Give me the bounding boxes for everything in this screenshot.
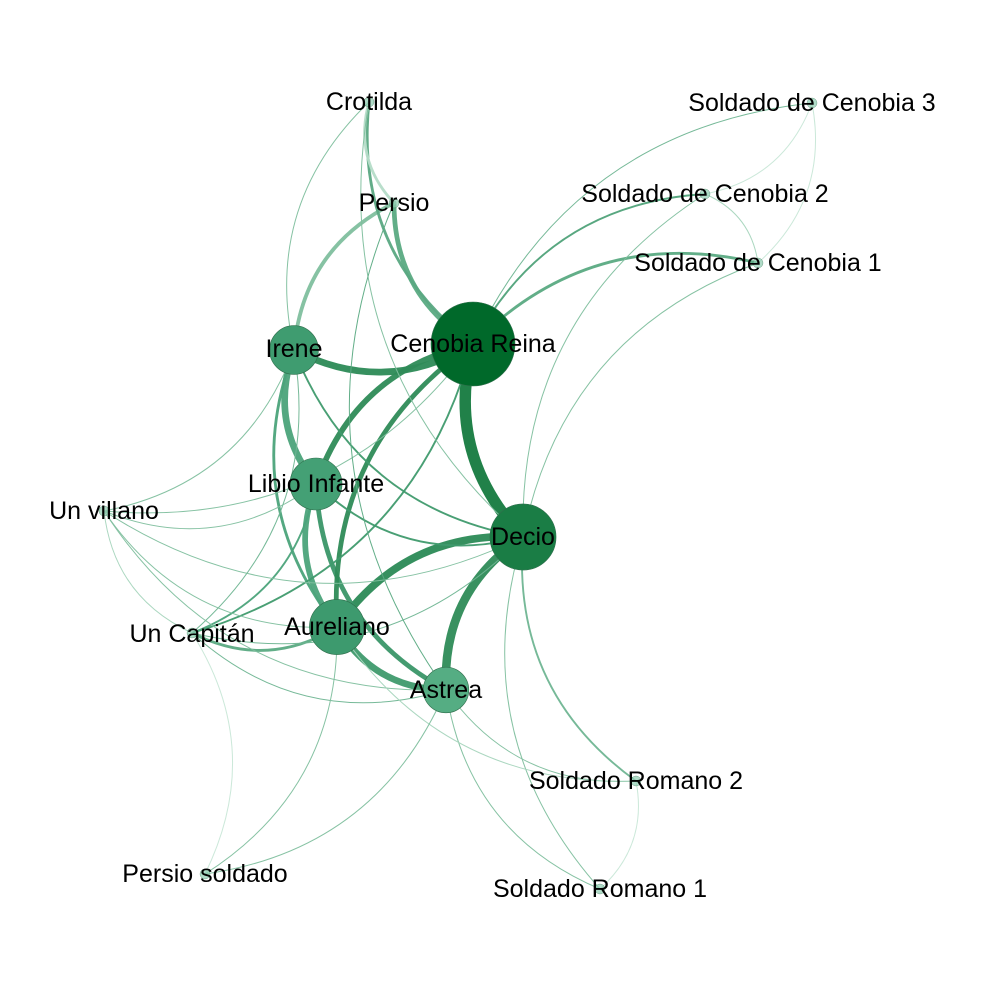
node-sc1[interactable] bbox=[752, 257, 764, 269]
node-sc2[interactable] bbox=[699, 188, 711, 200]
edge-villano-irene bbox=[103, 349, 295, 512]
edge-villano-aureliano bbox=[103, 510, 338, 628]
edge-sc1-sc2 bbox=[704, 193, 759, 264]
edge-crotilda-irene bbox=[286, 101, 370, 351]
edge-villano-decio bbox=[103, 510, 524, 584]
node-cenobia[interactable] bbox=[430, 301, 516, 387]
edge-irene-aureliano bbox=[272, 348, 339, 629]
node-sc3[interactable] bbox=[806, 97, 818, 109]
node-label-persio: Persio bbox=[359, 189, 430, 217]
edge-aureliano-sr2 bbox=[336, 626, 637, 782]
node-label-sc1: Soldado de Cenobia 1 bbox=[634, 249, 881, 277]
edge-astrea-sr1 bbox=[445, 689, 601, 890]
node-label-crotilda: Crotilda bbox=[326, 88, 412, 116]
edge-crotilda-persio bbox=[363, 100, 396, 205]
node-astrea[interactable] bbox=[422, 666, 470, 714]
node-label-astrea: Astrea bbox=[410, 676, 482, 704]
edge-crotilda-decio bbox=[360, 101, 524, 538]
edge-capitan-irene bbox=[191, 349, 300, 634]
edge-irene-decio bbox=[293, 349, 524, 538]
edge-sc2-sc3 bbox=[704, 102, 813, 195]
edge-sc1-cenobia bbox=[471, 251, 760, 346]
edge-sc3-cenobia bbox=[472, 102, 813, 345]
node-aureliano[interactable] bbox=[309, 599, 365, 655]
node-label-libio: Libio Infante bbox=[248, 470, 384, 498]
edge-decio-sr1 bbox=[504, 536, 601, 890]
edge-cenobia-aureliano bbox=[333, 341, 476, 630]
edge-villano-libio bbox=[103, 483, 317, 530]
node-label-irene: Irene bbox=[266, 335, 323, 363]
node-irene[interactable] bbox=[269, 325, 319, 375]
node-capitan[interactable] bbox=[186, 627, 198, 639]
node-crotilda[interactable] bbox=[363, 96, 375, 108]
edge-persiosold-astrea bbox=[204, 689, 447, 875]
node-label-persiosold: Persio soldado bbox=[122, 860, 287, 888]
node-label-villano: Un villano bbox=[49, 497, 159, 525]
edge-capitan-libio bbox=[191, 483, 317, 634]
node-label-sr2: Soldado Romano 2 bbox=[529, 767, 743, 795]
node-persiosold[interactable] bbox=[199, 868, 211, 880]
edge-capitan-decio bbox=[191, 536, 524, 645]
node-label-decio: Decio bbox=[491, 523, 555, 551]
node-label-cenobia: Cenobia Reina bbox=[390, 330, 555, 358]
node-sr1[interactable] bbox=[594, 883, 606, 895]
edge-persiosold-capitan bbox=[191, 632, 234, 875]
edge-sr1-sr2 bbox=[599, 780, 639, 890]
edge-capitan-astrea bbox=[191, 632, 447, 704]
node-label-aureliano: Aureliano bbox=[284, 613, 390, 641]
edge-decio-sr2 bbox=[521, 536, 637, 782]
edge-sc1-decio bbox=[522, 262, 759, 538]
node-label-sc3: Soldado de Cenobia 3 bbox=[688, 89, 935, 117]
node-decio[interactable] bbox=[489, 503, 557, 571]
edge-villano-capitan bbox=[103, 510, 193, 634]
edge-persio-astrea bbox=[348, 202, 447, 691]
node-persio[interactable] bbox=[388, 197, 400, 209]
nodes-layer bbox=[98, 96, 818, 895]
node-label-sc2: Soldado de Cenobia 2 bbox=[581, 180, 828, 208]
edge-sc1-sc3 bbox=[757, 102, 817, 264]
node-libio[interactable] bbox=[289, 457, 343, 511]
node-sr2[interactable] bbox=[630, 775, 642, 787]
edge-villano-astrea bbox=[103, 510, 447, 691]
edge-persio-irene bbox=[292, 201, 396, 352]
node-label-sr1: Soldado Romano 1 bbox=[493, 875, 707, 903]
node-label-capitan: Un Capitán bbox=[129, 620, 254, 648]
node-villano[interactable] bbox=[98, 505, 110, 517]
edge-persiosold-aureliano bbox=[204, 626, 338, 875]
edge-capitan-cenobia bbox=[191, 343, 474, 634]
edge-sc2-decio bbox=[522, 193, 706, 538]
